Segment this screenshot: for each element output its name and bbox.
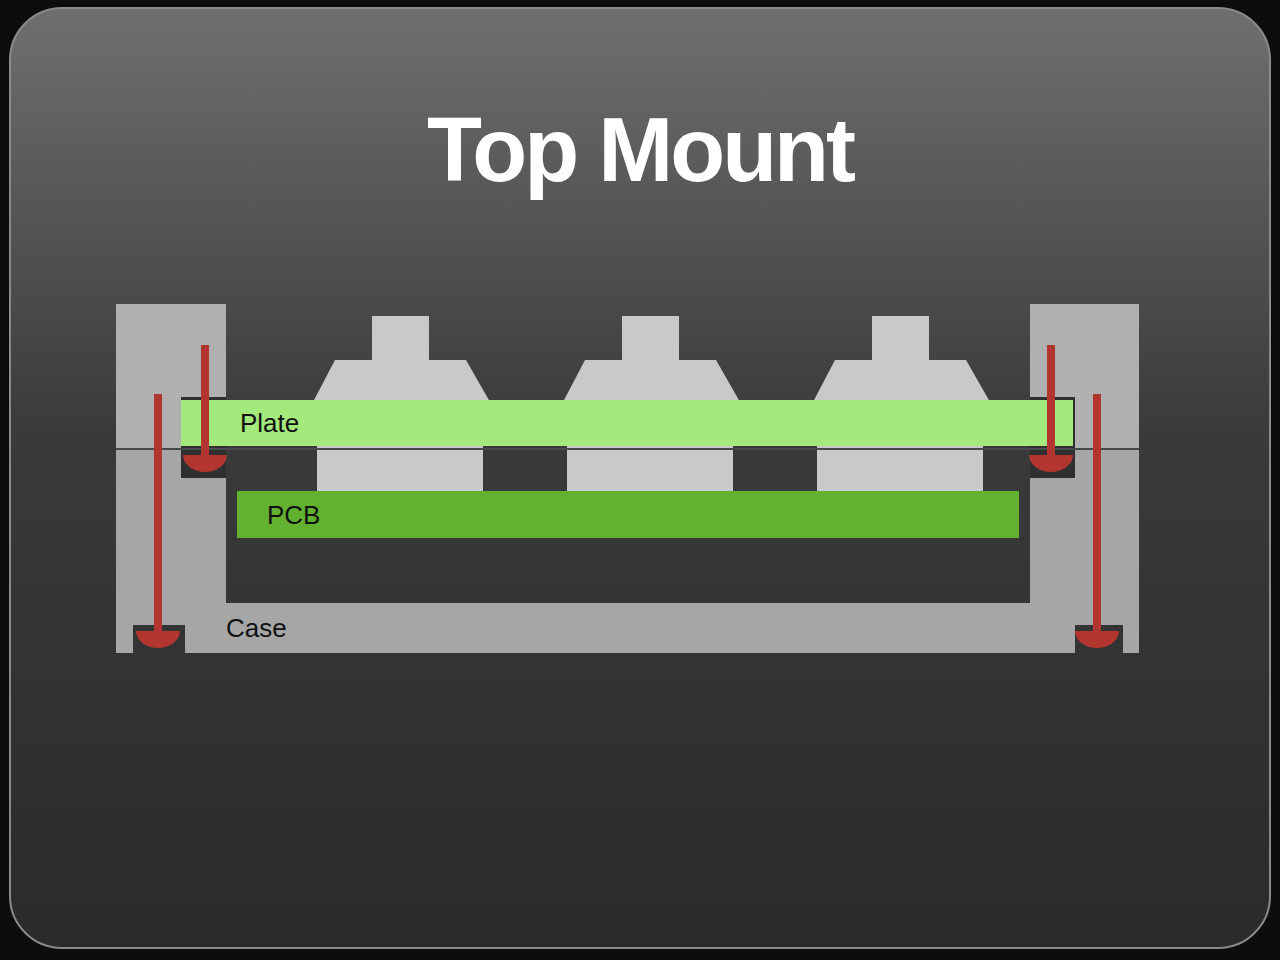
screw-arrow xyxy=(183,345,227,472)
pcb: PCB xyxy=(237,491,1019,538)
keycap xyxy=(313,360,490,402)
part-label: PCB xyxy=(267,500,320,530)
plate: Plate xyxy=(181,400,1073,446)
switch-housing xyxy=(567,440,733,491)
switch-stem xyxy=(372,316,429,362)
screw-arrow xyxy=(1029,345,1073,472)
case-body: Case PlatePCB xyxy=(116,304,1139,653)
switch-stem xyxy=(622,316,679,362)
part-label: Plate xyxy=(240,408,299,438)
screw-recess xyxy=(1075,625,1123,653)
title: Top Mount xyxy=(0,100,1280,200)
switch-stem xyxy=(872,316,929,362)
switch-housing xyxy=(817,440,983,491)
part-label: Case xyxy=(226,613,287,643)
case-seam xyxy=(116,448,1139,450)
case-outline xyxy=(116,304,1139,653)
screw-arrow xyxy=(1075,394,1119,648)
screw-arrow xyxy=(136,394,180,648)
case-shape xyxy=(116,304,1139,653)
keycap xyxy=(813,360,990,402)
top-case xyxy=(116,304,1139,449)
switch-housing xyxy=(317,440,483,491)
screw-recess xyxy=(133,625,185,653)
keycap xyxy=(563,360,740,402)
